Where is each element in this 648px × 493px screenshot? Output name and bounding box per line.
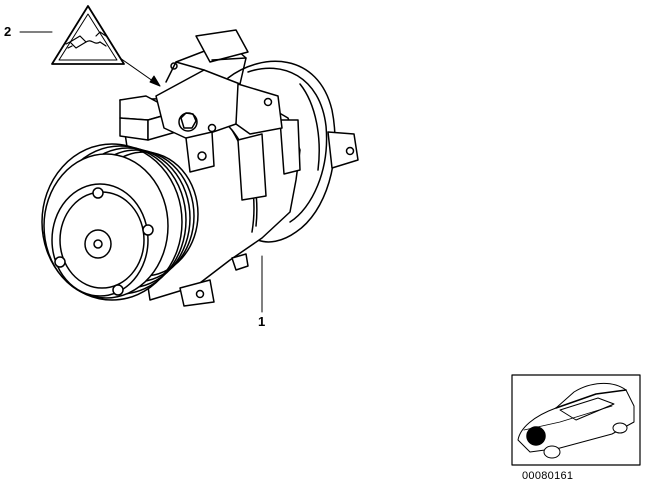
callout-label-1[interactable]: 1 [258,314,266,329]
triangle-plug-icon [51,5,125,65]
pointer-arrowhead [149,75,161,87]
location-marker [526,426,546,446]
callout-label-2[interactable]: 2 [4,24,12,39]
leader-lines [19,31,263,313]
car-location-icon [511,374,641,466]
reference-number: 00080161 [522,470,574,482]
ac-compressor-drawing [41,29,359,307]
